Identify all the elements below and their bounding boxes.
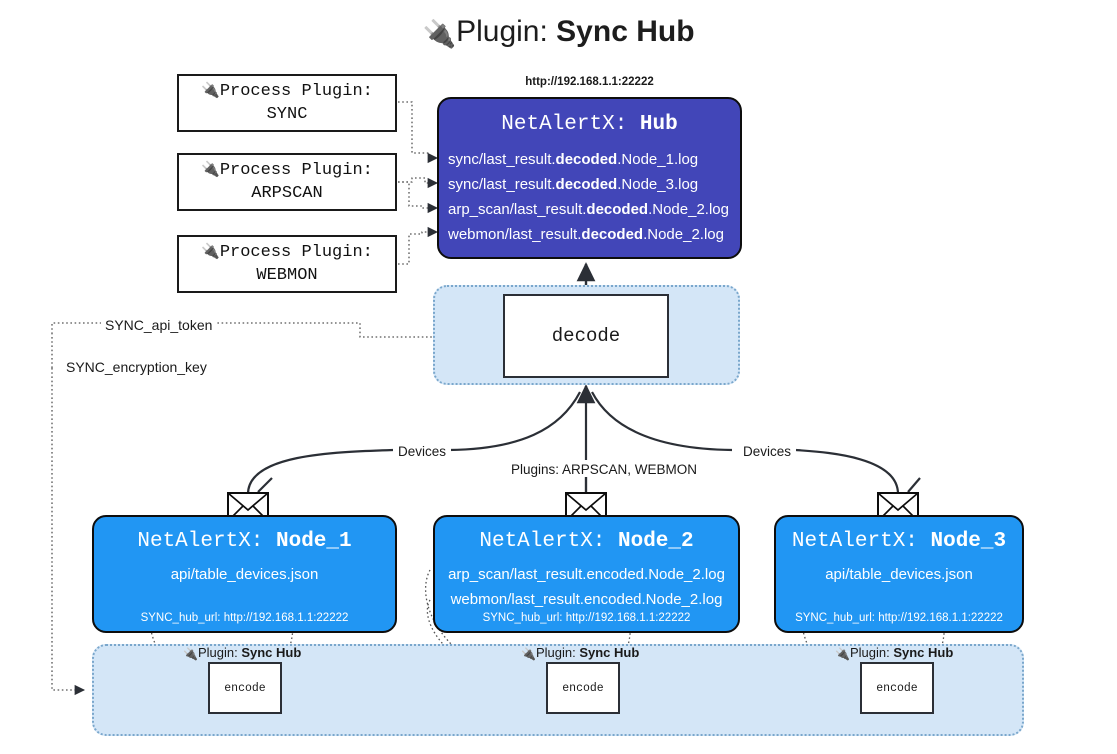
page-title-name: Sync Hub — [556, 15, 695, 48]
process-plugin-sync[interactable]: 🔌Process Plugin: SYNC — [177, 74, 397, 132]
process-plugin-label: Process Plugin: — [219, 81, 373, 101]
node-line-list: api/table_devices.json — [776, 562, 1022, 587]
node-line-item: arp_scan/last_result.encoded.Node_2.log — [448, 565, 725, 583]
encode-plugin-label: 🔌Plugin: Sync Hub — [183, 645, 302, 661]
hub-url-label: http://192.168.1.1:22222 — [525, 76, 654, 88]
plug-icon: 🔌 — [422, 19, 457, 49]
node-title: NetAlertX: Node_2 — [479, 530, 694, 553]
hub-log-item: webmon/last_result.decoded.Node_2.log — [448, 225, 724, 243]
plug-icon: 🔌 — [183, 647, 198, 661]
encode-plugin-label: 🔌Plugin: Sync Hub — [521, 645, 640, 661]
node-box-node-1[interactable]: NetAlertX: Node_1 api/table_devices.json… — [92, 515, 397, 633]
plug-icon: 🔌 — [521, 647, 536, 661]
hub-log-item: arp_scan/last_result.decoded.Node_2.log — [448, 200, 729, 218]
node-line-list: api/table_devices.json — [94, 562, 395, 587]
plug-icon: 🔌 — [201, 159, 220, 178]
node-line-item: api/table_devices.json — [825, 565, 973, 583]
plugins-label: Plugins: ARPSCAN, WEBMON — [506, 462, 703, 477]
process-plugin-arpscan[interactable]: 🔌Process Plugin: ARPSCAN — [177, 153, 397, 211]
page-title-prefix: Plugin: — [456, 15, 557, 48]
encode-plugin-label: 🔌Plugin: Sync Hub — [835, 645, 954, 661]
plug-icon: 🔌 — [201, 241, 220, 260]
process-plugin-label: Process Plugin: — [219, 242, 373, 262]
node-line-item: api/table_devices.json — [170, 565, 319, 583]
plug-icon: 🔌 — [835, 647, 850, 661]
devices-label-right: Devices — [738, 444, 797, 459]
node-hub-url: SYNC_hub_url: http://192.168.1.1:22222 — [795, 612, 1003, 624]
node-line-item: webmon/last_result.encoded.Node_2.log — [450, 590, 723, 608]
process-plugin-label: Process Plugin: — [219, 160, 373, 180]
hub-title-prefix: NetAlertX: — [501, 113, 640, 136]
hub-box[interactable]: NetAlertX: Hub sync/last_result.decoded.… — [437, 97, 742, 259]
sync-encryption-key-label: SYNC_encryption_key — [62, 359, 211, 375]
hub-title: NetAlertX: Hub — [439, 109, 740, 141]
hub-log-list: sync/last_result.decoded.Node_1.log sync… — [439, 147, 740, 247]
hub-log-item: sync/last_result.decoded.Node_1.log — [448, 150, 699, 168]
process-plugin-name: ARPSCAN — [251, 183, 323, 203]
page-title: 🔌Plugin: Sync Hub — [0, 14, 1117, 50]
devices-label-left: Devices — [393, 444, 452, 459]
node-line-list: arp_scan/last_result.encoded.Node_2.log … — [435, 562, 738, 612]
decode-box[interactable]: decode — [503, 294, 669, 378]
process-plugin-name: SYNC — [266, 104, 308, 124]
plug-icon: 🔌 — [201, 80, 220, 99]
process-plugin-webmon[interactable]: 🔌Process Plugin: WEBMON — [177, 235, 397, 293]
encode-box-node-2[interactable]: encode — [546, 662, 620, 714]
node-hub-url: SYNC_hub_url: http://192.168.1.1:22222 — [140, 612, 349, 624]
encode-box-node-3[interactable]: encode — [860, 662, 934, 714]
node-title: NetAlertX: Node_1 — [137, 530, 352, 553]
node-hub-url: SYNC_hub_url: http://192.168.1.1:22222 — [482, 612, 691, 624]
hub-log-item: sync/last_result.decoded.Node_3.log — [448, 175, 699, 193]
process-plugin-name: WEBMON — [256, 265, 318, 285]
node-box-node-3[interactable]: NetAlertX: Node_3 api/table_devices.json… — [774, 515, 1024, 633]
node-title: NetAlertX: Node_3 — [791, 530, 1007, 553]
sync-api-token-label: SYNC_api_token — [101, 317, 217, 333]
hub-title-name: Hub — [639, 113, 678, 136]
encode-box-node-1[interactable]: encode — [208, 662, 282, 714]
node-box-node-2[interactable]: NetAlertX: Node_2 arp_scan/last_result.e… — [433, 515, 740, 633]
